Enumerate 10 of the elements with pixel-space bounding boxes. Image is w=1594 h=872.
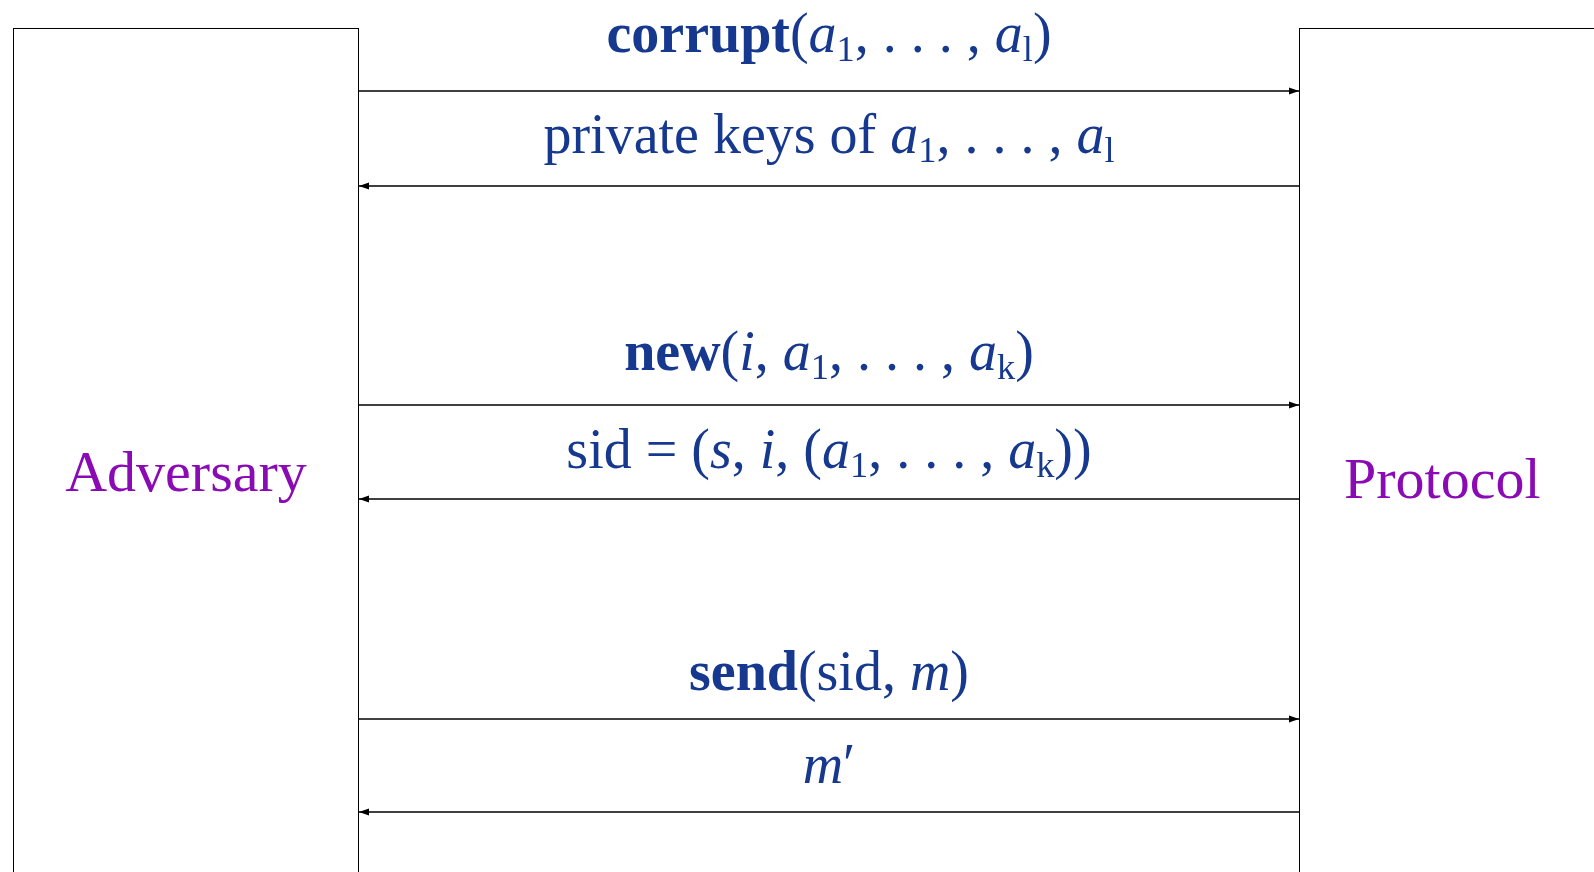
arrow [358, 87, 1300, 95]
actor-name: Protocol [1343, 444, 1542, 512]
arrow [358, 182, 1300, 190]
arrow [358, 808, 1300, 816]
arrow [358, 495, 1300, 503]
actor-box [1299, 28, 1594, 872]
arrow [358, 715, 1300, 723]
arrow [358, 401, 1300, 409]
actor-box [13, 28, 359, 872]
actor-name: Adversary [65, 437, 307, 505]
